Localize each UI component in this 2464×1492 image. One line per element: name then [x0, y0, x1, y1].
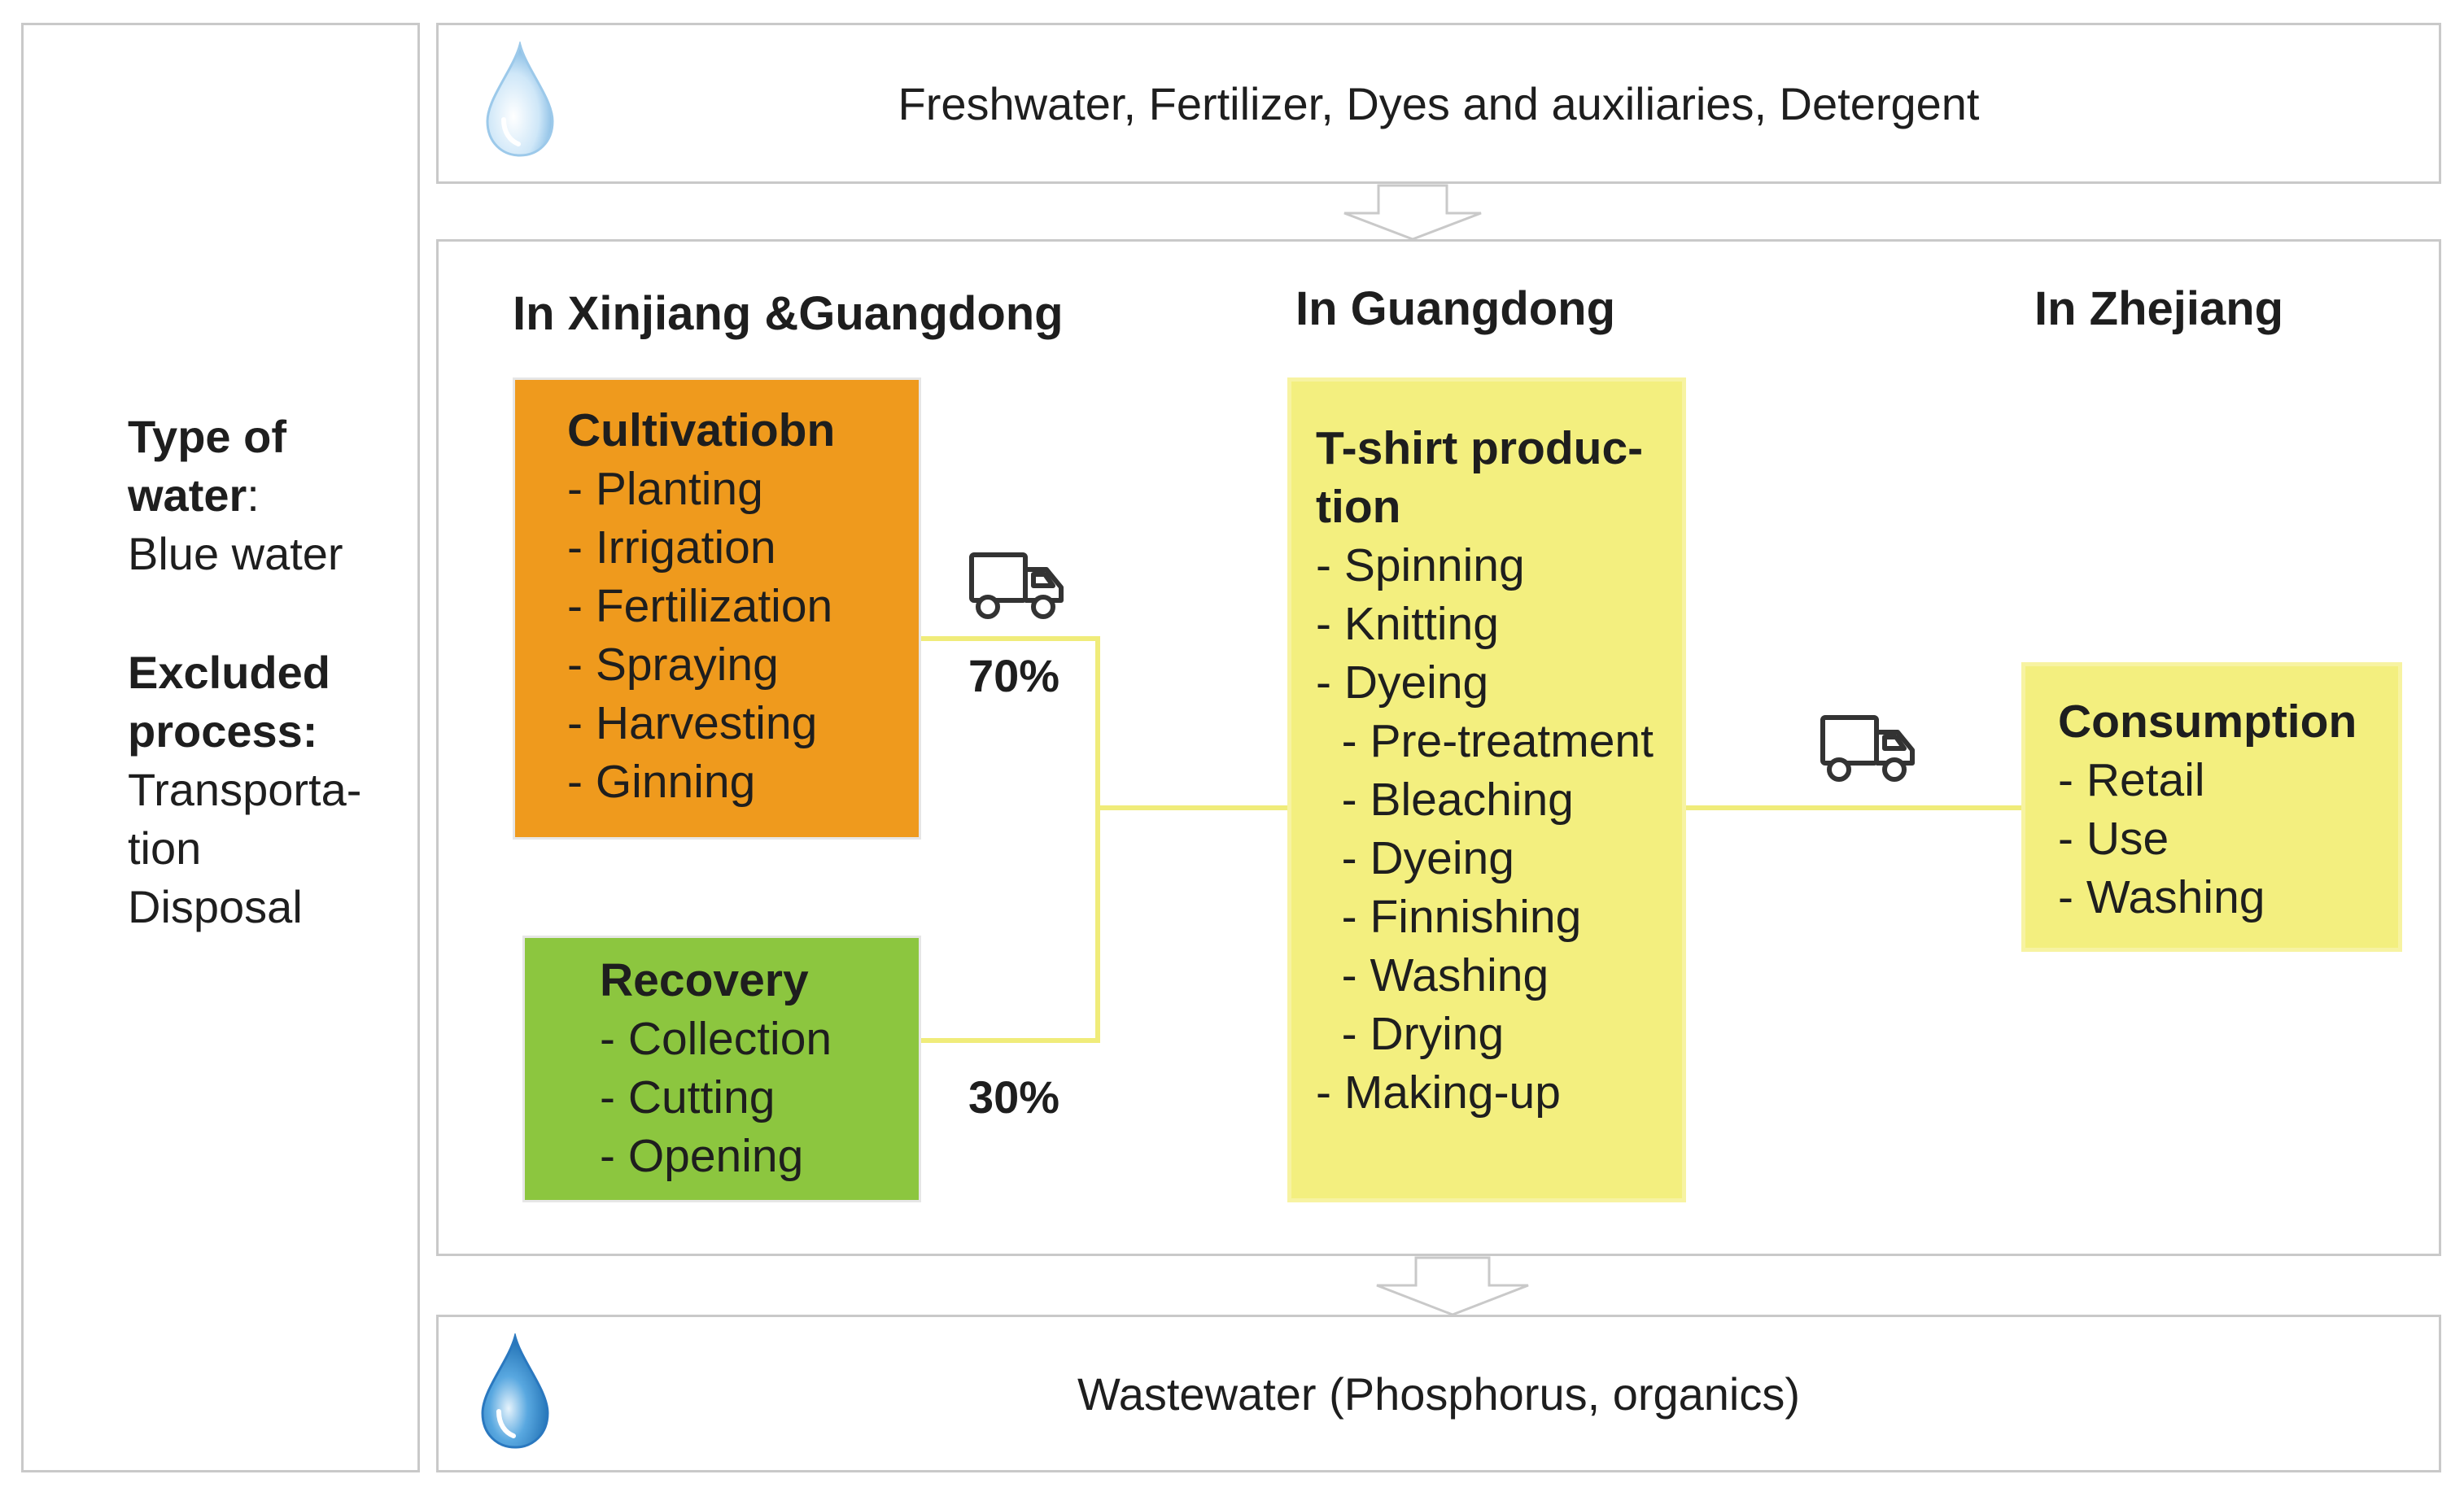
region-label-zhejiang: In Zhejiang [2034, 282, 2284, 335]
recovery-share-label: 30% [968, 1071, 1060, 1123]
production-step: - Spinning [1316, 539, 1525, 591]
flow-down-arrow [1376, 1256, 1529, 1316]
outputs-panel: Wastewater (Phosphorus, organics) [436, 1315, 2441, 1472]
production-substep: - Drying [1316, 1008, 1505, 1060]
consumption-step: - Washing [2058, 871, 2265, 923]
production-substep: - Dyeing [1316, 832, 1514, 884]
water-type-label-line-2: water [128, 469, 247, 521]
tshirt-title-line-2: tion [1316, 481, 1401, 533]
connector-recovery [921, 1038, 1100, 1043]
production-substep: - Finnishing [1316, 891, 1582, 943]
water-type-colon: : [247, 469, 260, 521]
production-substep: - Bleaching [1316, 774, 1574, 826]
recovery-title: Recovery [600, 954, 809, 1006]
cultivation-step: - Fertilization [567, 580, 833, 632]
connector-to-production [1095, 805, 1287, 810]
consumption-step: - Retail [2058, 754, 2205, 806]
region-label-guangdong: In Guangdong [1295, 282, 1616, 335]
cultivation-step: - Planting [567, 463, 763, 515]
water-drop-icon [481, 1333, 549, 1449]
consumption-step: - Use [2058, 813, 2169, 865]
inputs-text: Freshwater, Fertilizer, Dyes and auxilia… [898, 78, 1980, 129]
flow-down-arrow [1343, 184, 1482, 241]
connector-to-consumption [1686, 805, 2021, 810]
cultivation-share-label: 70% [968, 650, 1060, 701]
legend-panel: Type of water: Blue water Excluded proce… [21, 23, 420, 1472]
recovery-step: - Opening [600, 1130, 804, 1182]
production-step: - Knitting [1316, 598, 1499, 650]
connector-cultivation [921, 636, 1100, 641]
excluded-value-line-2: tion [128, 822, 202, 874]
cultivation-step: - Spraying [567, 639, 779, 691]
recovery-step: - Cutting [600, 1071, 775, 1123]
production-step: - Making-up [1316, 1067, 1561, 1119]
region-label-xinjiang-guangdong: In Xinjiang &Guangdong [513, 287, 1064, 340]
outputs-text: Wastewater (Phosphorus, organics) [1077, 1368, 1801, 1420]
production-substep: - Washing [1316, 949, 1549, 1001]
excluded-label-line-1: Excluded [128, 647, 330, 698]
cultivation-step: - Harvesting [567, 697, 818, 749]
consumption-box: Consumption - Retail - Use - Washing [2021, 662, 2402, 952]
consumption-title: Consumption [2058, 696, 2357, 748]
cultivation-step: - Irrigation [567, 521, 776, 574]
recovery-step: - Collection [600, 1013, 832, 1065]
cultivation-step: - Ginning [567, 756, 756, 808]
production-substep: - Pre-treatment [1316, 715, 1654, 767]
truck-icon [1820, 715, 1915, 782]
excluded-value-line-3: Disposal [128, 881, 303, 932]
tshirt-production-box: T-shirt produc- tion - Spinning - Knitti… [1287, 377, 1686, 1202]
inputs-panel: Freshwater, Fertilizer, Dyes and auxilia… [436, 23, 2441, 184]
water-drop-icon [486, 41, 554, 157]
recovery-box: Recovery - Collection - Cutting - Openin… [522, 936, 921, 1202]
excluded-value-line-1: Transporta- [128, 764, 362, 815]
connector-merge-vertical [1095, 636, 1100, 1043]
cultivation-title: Cultivatiobn [567, 404, 836, 456]
truck-icon [969, 552, 1064, 619]
production-step: - Dyeing [1316, 657, 1489, 709]
tshirt-title-line-1: T-shirt produc- [1316, 422, 1644, 474]
water-type-value: Blue water [128, 528, 343, 579]
cultivation-box: Cultivatiobn - Planting - Irrigation - F… [513, 377, 921, 840]
water-type-note: Type of water: Blue water [128, 408, 343, 583]
water-type-label-line-1: Type of [128, 411, 286, 462]
excluded-label-line-2: process: [128, 705, 318, 757]
excluded-process-note: Excluded process: Transporta- tion Dispo… [128, 643, 361, 936]
